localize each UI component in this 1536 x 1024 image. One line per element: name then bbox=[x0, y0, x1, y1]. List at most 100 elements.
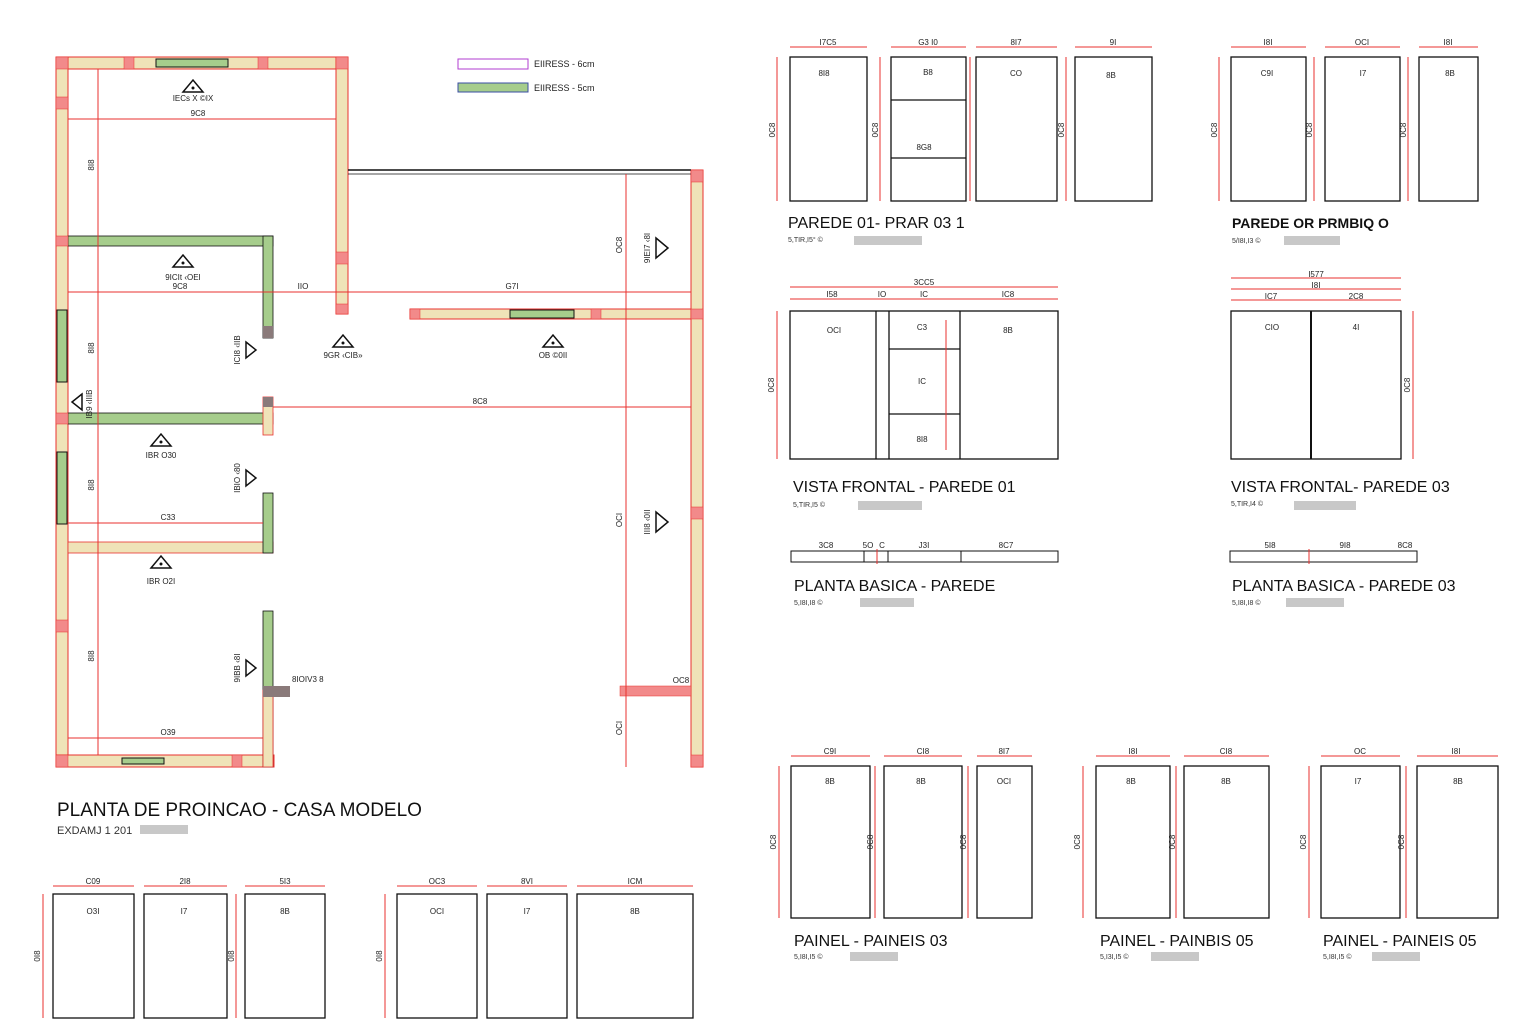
panel-bottom-2: OC3 8VI ICM 0I8 OCI I7 8B bbox=[375, 877, 694, 1019]
panel-subtitle: 5,I8I,I5 © bbox=[794, 953, 823, 961]
dim: I8I bbox=[1312, 281, 1321, 290]
dim: 0C8 bbox=[1299, 834, 1308, 849]
room-label: IBR O2I bbox=[147, 577, 175, 586]
room-marker-icon bbox=[245, 658, 258, 678]
box-label: OCI bbox=[827, 326, 841, 335]
dim: 9I8 bbox=[1339, 541, 1351, 550]
box-label: B8 bbox=[923, 68, 933, 77]
dim: 0I8 bbox=[33, 950, 42, 962]
wall-left bbox=[55, 56, 69, 768]
dim: I8I bbox=[1264, 38, 1273, 47]
dim: 0C8 bbox=[1168, 834, 1177, 849]
box-label: 8B bbox=[1003, 326, 1013, 335]
box-label: 8B bbox=[825, 777, 835, 786]
room-label: 9ICIt ‹OEI bbox=[165, 273, 201, 282]
box-label: 8I8 bbox=[916, 435, 928, 444]
plan-dim: 9C8 bbox=[173, 282, 188, 291]
dim: I577 bbox=[1308, 270, 1324, 279]
green-wall-1v bbox=[262, 235, 274, 339]
plan-dim: OC8 bbox=[615, 236, 624, 253]
wall-right bbox=[690, 169, 704, 768]
window-left-2 bbox=[56, 451, 68, 525]
dim: IC7 bbox=[1265, 292, 1278, 301]
green-wall-1 bbox=[67, 235, 274, 247]
dim: 8VI bbox=[521, 877, 533, 886]
dim: 5O bbox=[863, 541, 874, 550]
plan-dimension-text: 9C8 9C8 IIO G7I 8C8 C33 O39 8I8 8I8 8I8 … bbox=[87, 109, 690, 737]
dim: 0C8 bbox=[1397, 834, 1406, 849]
plan-dim: 8I8 bbox=[87, 159, 96, 171]
panel-subtitle: 5,TIR,I5° © bbox=[788, 236, 824, 244]
dim: 0C8 bbox=[768, 122, 777, 137]
marker-label: 9IBB ‹8I bbox=[233, 654, 242, 683]
room-marker-icon bbox=[655, 236, 670, 260]
room-marker-icon bbox=[331, 333, 355, 348]
dim: J3I bbox=[919, 541, 930, 550]
room-marker-icon bbox=[149, 432, 173, 447]
panel-painel-2: I8I CI8 0C8 0C8 8B 8B PAINEL - PAINBIS 0… bbox=[1073, 747, 1270, 961]
box-label: O3I bbox=[87, 907, 100, 916]
dim: 3CC5 bbox=[914, 278, 935, 287]
legend-item-1: EIIRESS - 6cm bbox=[534, 59, 595, 69]
plan-dim: 8I8 bbox=[87, 342, 96, 354]
dim: 0C8 bbox=[1305, 122, 1314, 137]
panel-title: PLANTA BASICA - PAREDE bbox=[794, 578, 995, 595]
box-label: 8G8 bbox=[916, 143, 932, 152]
panel-title: VISTA FRONTAL - PAREDE 01 bbox=[793, 479, 1016, 496]
column-markers bbox=[55, 56, 704, 768]
dim: C09 bbox=[86, 877, 101, 886]
dim: 0C8 bbox=[871, 122, 880, 137]
dim: 0C8 bbox=[767, 377, 776, 392]
box-label: 8B bbox=[1445, 69, 1455, 78]
gray-bar bbox=[1284, 236, 1340, 245]
panel-planta-basica-03: 5I8 9I8 8C8 PLANTA BASICA - PAREDE 03 5,… bbox=[1229, 541, 1456, 607]
panel-parede-01: I7C5 G3 I0 8I7 9I 0C8 0C8 0C8 8I8 B8 8G8… bbox=[768, 38, 1153, 245]
dim: 0C8 bbox=[959, 834, 968, 849]
panel-title: PAINEL - PAINEIS 03 bbox=[794, 933, 948, 950]
marker-label: 9IEI7 ‹8I bbox=[643, 233, 652, 263]
room-label: 9GR ‹CIB» bbox=[323, 351, 363, 360]
marker-label: IB9 ‹IIIB bbox=[85, 390, 94, 419]
box-label: 8B bbox=[1453, 777, 1463, 786]
box-label: I7 bbox=[524, 907, 531, 916]
room-marker-icon bbox=[70, 392, 83, 412]
legend: EIIRESS - 6cm EIIRESS - 5cm bbox=[457, 58, 595, 93]
dim: 0C8 bbox=[1399, 122, 1408, 137]
plan-dim: OCI bbox=[615, 721, 624, 735]
box-label: 8B bbox=[1106, 71, 1116, 80]
window-left-1 bbox=[56, 309, 68, 383]
plan-dim: IIO bbox=[298, 282, 309, 291]
panel-subtitle: 5,TIR,I4 © bbox=[1231, 500, 1264, 508]
dim: OCI bbox=[1355, 38, 1369, 47]
plan-dimension-lines bbox=[68, 69, 691, 767]
marker-label: ICI8 ‹IIB bbox=[233, 335, 242, 364]
panel-title: PLANTA BASICA - PAREDE 03 bbox=[1232, 578, 1456, 595]
dim: 2I8 bbox=[179, 877, 191, 886]
dim: 0C8 bbox=[866, 834, 875, 849]
dim: ICM bbox=[628, 877, 643, 886]
side-text: OC8 bbox=[673, 676, 690, 685]
panel-vista-frontal-01: 3CC5 I58 IO IC IC8 0C8 OCI C3 IC 8I8 8B … bbox=[767, 278, 1059, 510]
box-label: 8B bbox=[280, 907, 290, 916]
dim: I8I bbox=[1129, 747, 1138, 756]
box-label: IC bbox=[918, 377, 926, 386]
box-label: I7 bbox=[181, 907, 188, 916]
dim: C bbox=[879, 541, 885, 550]
box-label: 8B bbox=[630, 907, 640, 916]
marker-label: IBIO ‹80 bbox=[233, 463, 242, 493]
legend-swatch-1 bbox=[457, 58, 529, 70]
dim: 5I8 bbox=[1264, 541, 1276, 550]
room-markers: IECs X ©IX 9ICIt ‹OEI 9GR ‹CIB» OB ©0II … bbox=[70, 78, 670, 683]
panel-subtitle: 5,I3I,I5 © bbox=[1100, 953, 1129, 961]
panel-painel-3: OC I8I 0C8 0C8 I7 8B PAINEL - PAINEIS 05… bbox=[1299, 747, 1499, 961]
dim: 0C8 bbox=[1073, 834, 1082, 849]
dim: 2C8 bbox=[1349, 292, 1364, 301]
gray-bar bbox=[1286, 598, 1344, 607]
plan-dim: OCI bbox=[615, 513, 624, 527]
panel-title: PAREDE OR PRMBIQ O bbox=[1232, 215, 1389, 231]
dim: 8C7 bbox=[999, 541, 1014, 550]
box-label: 8B bbox=[1126, 777, 1136, 786]
dim: I58 bbox=[826, 290, 838, 299]
dim: G3 I0 bbox=[918, 38, 938, 47]
plan-dim: O39 bbox=[160, 728, 176, 737]
